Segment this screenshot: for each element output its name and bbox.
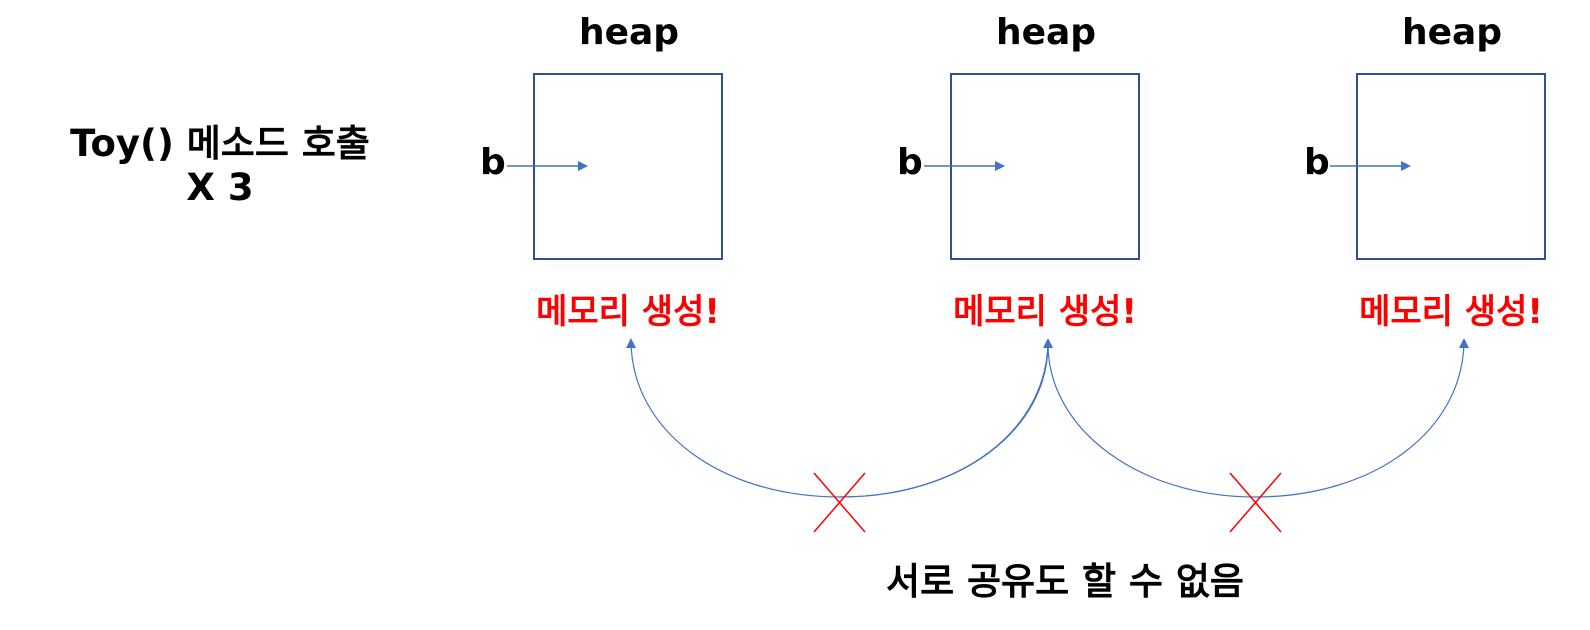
heap-title-2: heap (995, 12, 1097, 53)
memory-created-label-2: 메모리 생성! (953, 292, 1137, 332)
cross-mark-right (1229, 472, 1282, 533)
share-arc-left-head-right (839, 338, 1053, 498)
memory-created-label-1: 메모리 생성! (536, 292, 720, 332)
ref-label-b-2: b (897, 142, 923, 183)
heap-title-1: heap (578, 12, 680, 53)
heap-title-3: heap (1401, 12, 1503, 53)
share-arc-right (1047, 338, 1469, 498)
cannot-share-caption: 서로 공유도 할 수 없음 (886, 560, 1244, 603)
share-arc-left (626, 338, 1049, 498)
ref-label-b-1: b (480, 142, 506, 183)
memory-created-label-3: 메모리 생성! (1359, 292, 1543, 332)
ref-label-b-3: b (1304, 142, 1330, 183)
times-three-line: X 3 (186, 166, 254, 209)
toy-method-call-line: Toy() 메소드 호출 (70, 122, 370, 165)
cross-mark-left (813, 472, 866, 533)
toy-method-call-label: Toy() 메소드 호출 X 3 (40, 122, 400, 210)
